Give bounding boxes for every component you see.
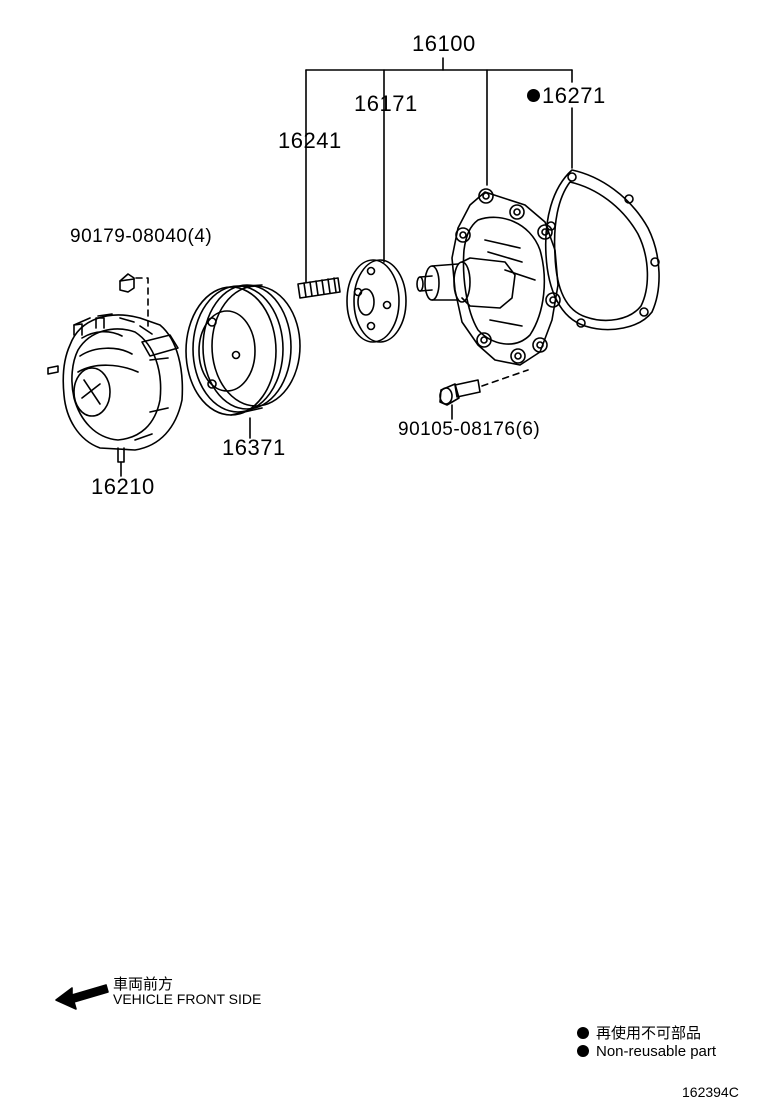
label-nut-90179[interactable]: 90179-08040(4): [70, 226, 213, 247]
label-hub-16171[interactable]: 16171: [354, 91, 418, 116]
legend-japanese: 再使用不可部品: [577, 1022, 701, 1043]
label-assembly-16100[interactable]: 16100: [412, 31, 476, 56]
non-reusable-marker-icon: [527, 89, 540, 102]
legend-english-text: Non-reusable part: [596, 1043, 717, 1060]
stud-16241: [297, 277, 341, 299]
vehicle-front-arrow: [55, 984, 109, 1010]
label-gasket-16271[interactable]: 16271: [527, 83, 606, 109]
direction-japanese: 車両前方: [113, 976, 174, 993]
gasket-16271: [544, 169, 660, 331]
pulley-16371: [185, 284, 301, 439]
label-bolt-90105[interactable]: 90105-08176(6): [398, 419, 541, 440]
direction-english: VEHICLE FRONT SIDE: [113, 991, 262, 1007]
legend-dot-icon: [577, 1045, 589, 1057]
legend-english: Non-reusable part: [577, 1043, 716, 1060]
bolt-90105: [439, 369, 529, 420]
label-gasket-16271-text: 16271: [542, 83, 606, 108]
assembly-leader-lines: [305, 57, 573, 283]
legend-dot-icon: [577, 1027, 589, 1039]
figure-code: 162394C: [682, 1084, 739, 1100]
fan-coupling-16210: [47, 273, 184, 477]
label-stud-16241[interactable]: 16241: [278, 128, 342, 153]
label-fan-coupling-16210[interactable]: 16210: [91, 474, 155, 499]
label-pulley-16371[interactable]: 16371: [222, 435, 286, 460]
hub-16171: [346, 259, 407, 343]
legend-japanese-text: 再使用不可部品: [596, 1025, 702, 1042]
water-pump-body: [416, 188, 561, 366]
